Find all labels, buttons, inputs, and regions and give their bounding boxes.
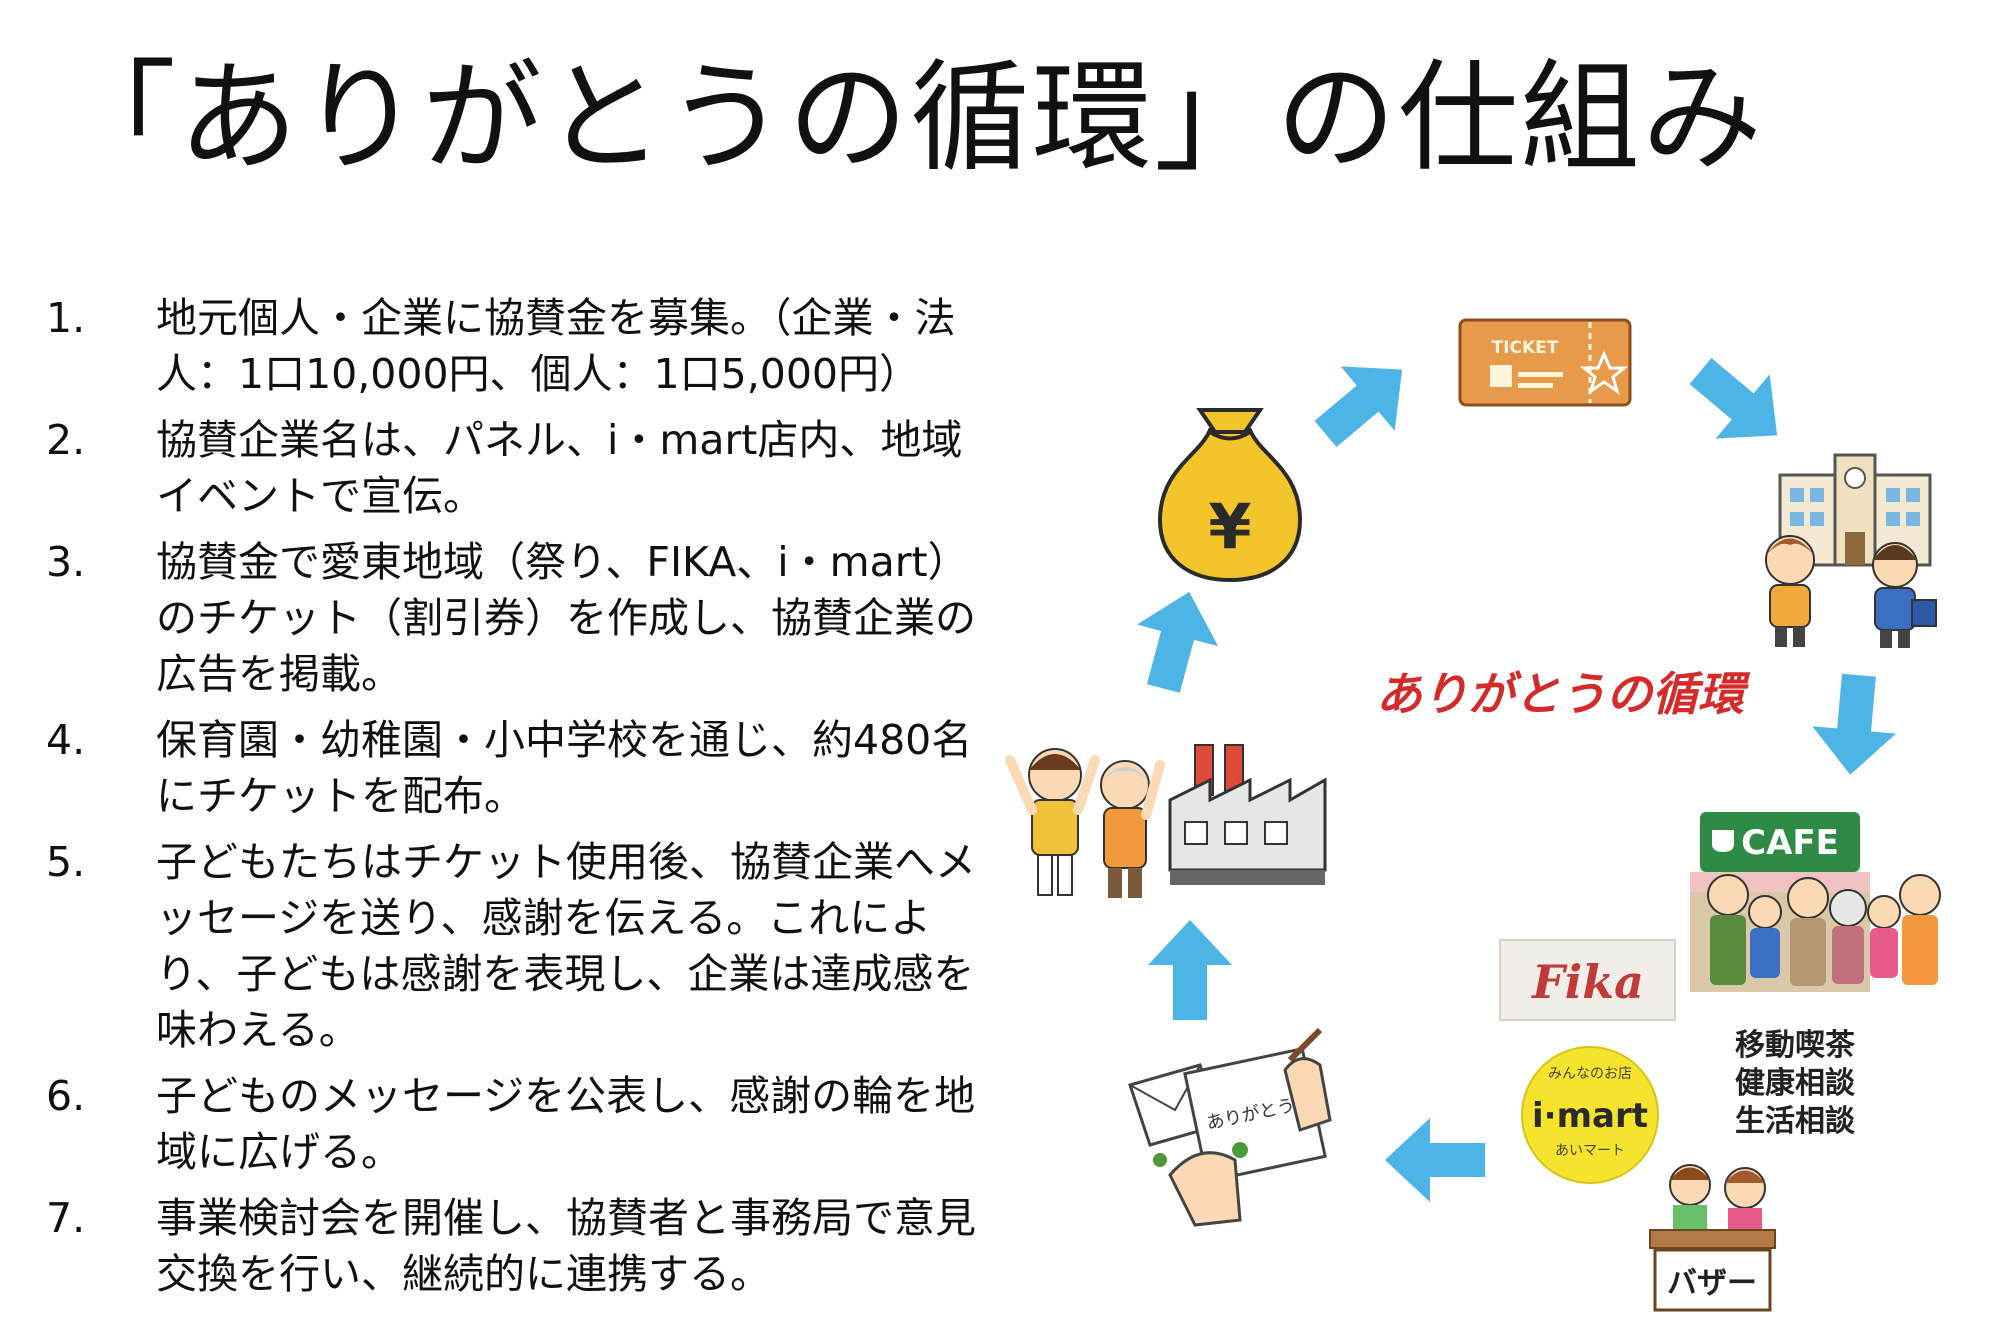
- fika-sign-icon: Fika: [1499, 939, 1676, 1021]
- arrow-icon: [1122, 581, 1230, 700]
- step-text: 協賛金で愛東地域（祭り、FIKA、i・mart）のチケット（割引券）を作成し、協…: [156, 538, 976, 698]
- page-title: 「ありがとうの循環」の仕組み: [56, 49, 1764, 188]
- service-life-consult: 生活相談: [1735, 1104, 1856, 1139]
- step-number: 2.: [46, 416, 86, 464]
- bazaar-label: バザー: [1667, 1266, 1757, 1301]
- list-item: 2. 協賛企業名は、パネル、i・mart店内、地域イベントで宣伝。: [40, 412, 1000, 524]
- service-health-consult: 健康相談: [1735, 1066, 1856, 1101]
- imart-subname: あいマート: [1555, 1143, 1625, 1159]
- list-item: 7. 事業検討会を開催し、協賛者と事務局で意見交換を行い、継続的に連携する。: [40, 1190, 1000, 1302]
- ticket-label: TICKET: [1492, 338, 1559, 358]
- list-item: 6. 子どものメッセージを公表し、感謝の輪を地域に広げる。: [40, 1068, 1000, 1180]
- cafe-sign: CAFE: [1741, 823, 1839, 863]
- arrow-icon: [1148, 920, 1232, 1020]
- step-list: 1. 地元個人・企業に協賛金を募集。（企業・法人：1口10,000円、個人：1口5…: [40, 290, 1000, 1312]
- step-text: 協賛企業名は、パネル、i・mart店内、地域イベントで宣伝。: [156, 416, 963, 520]
- step-number: 5.: [46, 838, 86, 886]
- service-mobile-cafe: 移動喫茶: [1735, 1028, 1856, 1063]
- arrow-icon: [1673, 338, 1805, 468]
- step-text: 子どものメッセージを公表し、感謝の輪を地域に広げる。: [156, 1072, 976, 1176]
- step-number: 3.: [46, 538, 86, 586]
- fika-label: Fika: [1530, 955, 1644, 1009]
- people-group-icon: [1707, 874, 1941, 986]
- imart-name: i·mart: [1532, 1096, 1648, 1136]
- yen-symbol: ¥: [1208, 490, 1251, 563]
- imart-logo: みんなのお店 i·mart あいマート: [1521, 1046, 1659, 1184]
- list-item: 1. 地元個人・企業に協賛金を募集。（企業・法人：1口10,000円、個人：1口5…: [40, 290, 1000, 402]
- step-text: 事業検討会を開催し、協賛者と事務局で意見交換を行い、継続的に連携する。: [156, 1194, 976, 1298]
- cheering-people-icon: [1005, 748, 1165, 898]
- step-number: 6.: [46, 1072, 86, 1120]
- step-text: 子どもたちはチケット使用後、協賛企業へメッセージを送り、感謝を伝える。これにより…: [156, 838, 976, 1054]
- cycle-center-label: ありがとうの循環: [1376, 667, 1751, 721]
- arrow-icon: [1298, 337, 1430, 467]
- money-bag-icon: ¥: [1157, 408, 1303, 583]
- list-item: 4. 保育園・幼稚園・小中学校を通じ、約480名にチケットを配布。: [40, 712, 1000, 824]
- step-number: 7.: [46, 1194, 86, 1242]
- bazaar-stall-icon: バザー: [1649, 1164, 1776, 1312]
- arrow-icon: [1808, 671, 1901, 779]
- step-text: 地元個人・企業に協賛金を募集。（企業・法人：1口10,000円、個人：1口5,0…: [156, 294, 956, 398]
- step-number: 1.: [46, 294, 86, 342]
- step-text: 保育園・幼稚園・小中学校を通じ、約480名にチケットを配布。: [156, 716, 973, 820]
- children-icon: [1765, 535, 1937, 648]
- ticket-icon: TICKET: [1458, 318, 1632, 407]
- factory-icon: [1168, 744, 1327, 885]
- arrow-icon: [1385, 1118, 1485, 1202]
- list-item: 3. 協賛金で愛東地域（祭り、FIKA、i・mart）のチケット（割引券）を作成し…: [40, 534, 1000, 702]
- list-item: 5. 子どもたちはチケット使用後、協賛企業へメッセージを送り、感謝を伝える。これに…: [40, 834, 1000, 1058]
- imart-tagline: みんなのお店: [1548, 1066, 1632, 1082]
- step-number: 4.: [46, 716, 86, 764]
- letter-writing-icon: ありがとう: [1128, 1027, 1332, 1227]
